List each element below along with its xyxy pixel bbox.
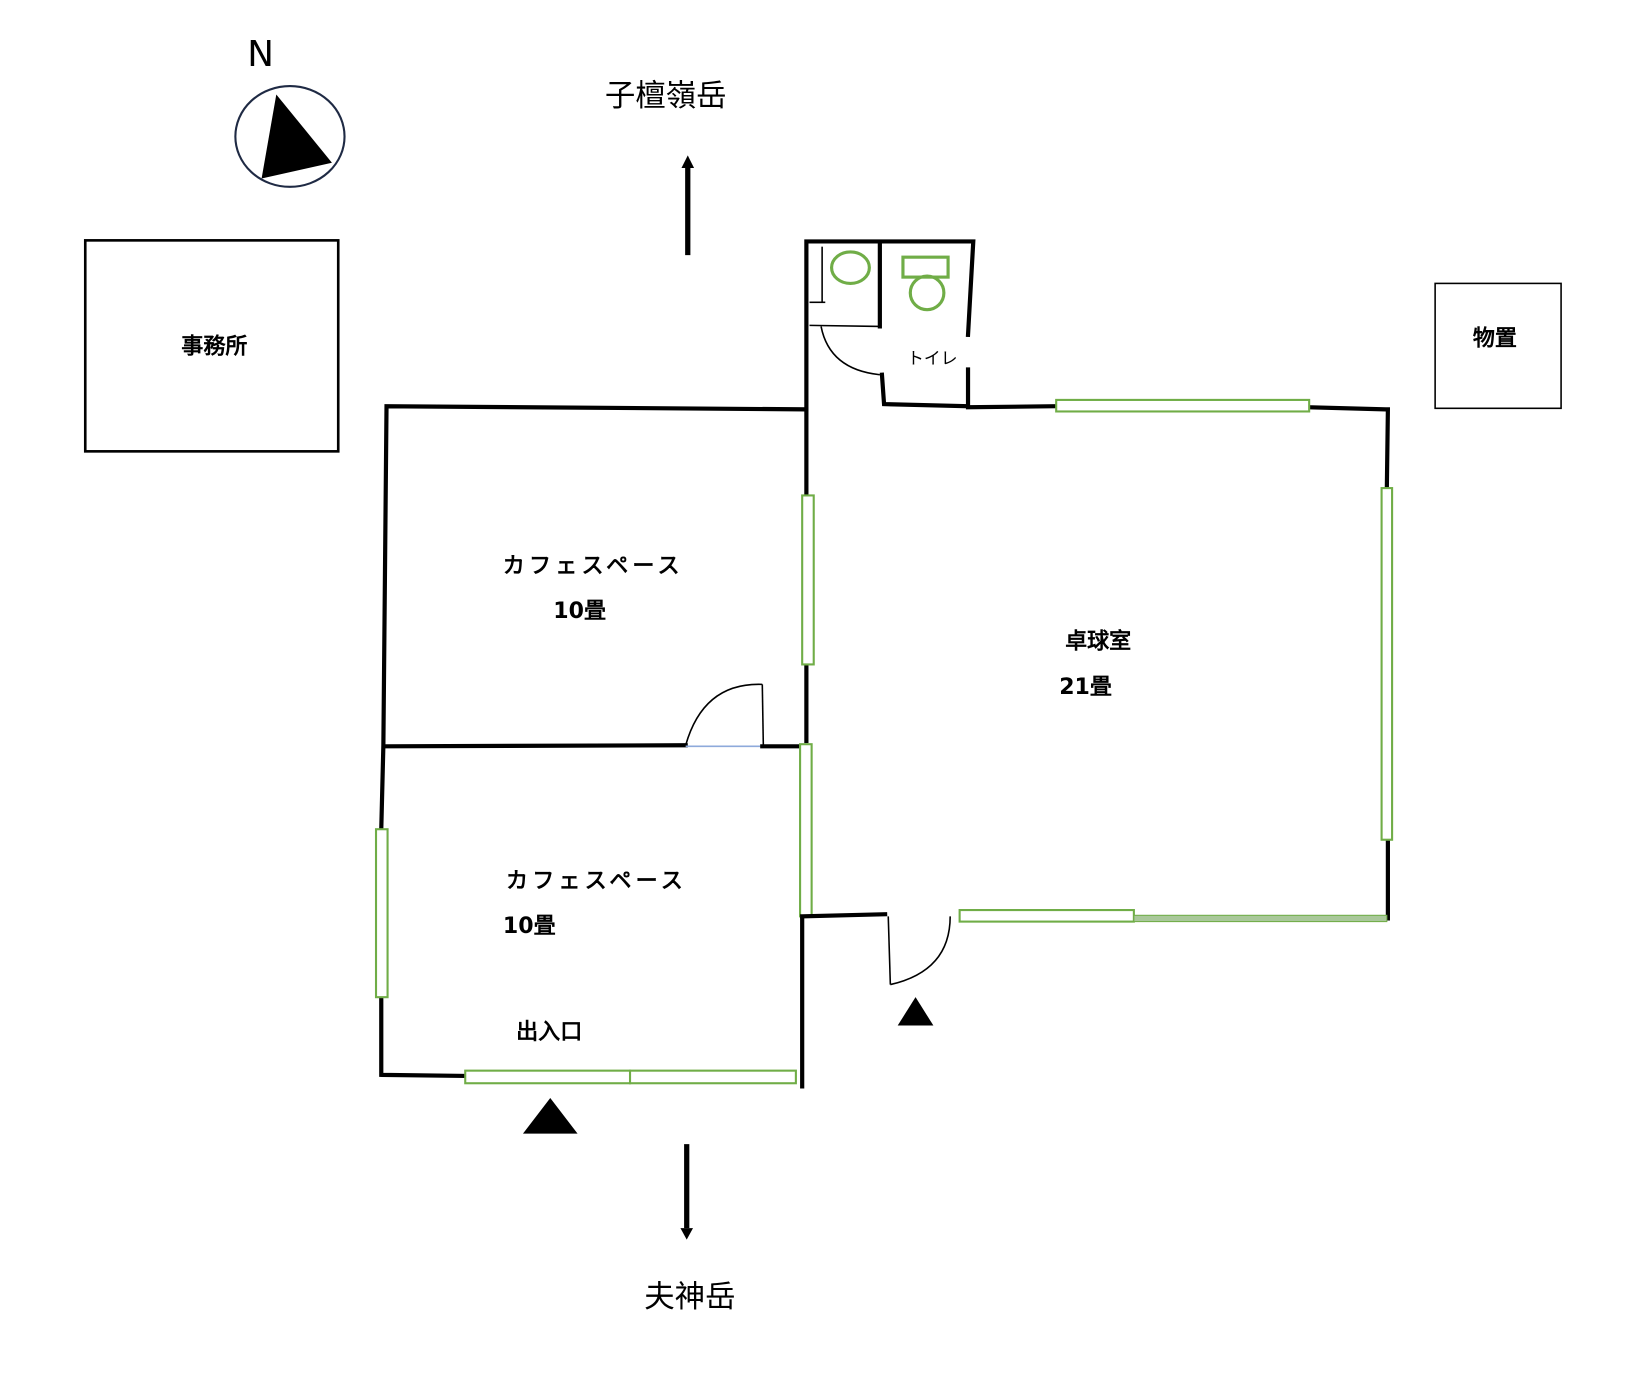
entrance-label: 出入口 (516, 1020, 582, 1045)
storage-label: 物置 (1473, 325, 1517, 351)
window (374, 828, 389, 999)
cafe-north-name: カフェスペース (503, 554, 684, 579)
window (1380, 487, 1394, 841)
cafe-south-size: 10畳 (503, 914, 556, 939)
window (1055, 398, 1311, 413)
window (958, 909, 1135, 923)
table-tennis-size: 21畳 (1059, 675, 1112, 700)
side-entrance-marker-icon (897, 997, 934, 1026)
compass-arrow-icon (261, 94, 332, 179)
south-destination: 夫神岳 (644, 1280, 735, 1315)
storage-building (1434, 282, 1562, 410)
office-building (83, 239, 340, 453)
cafe-walls (379, 404, 809, 1089)
window (799, 743, 813, 918)
office-label: 事務所 (181, 334, 247, 360)
window (628, 1069, 797, 1085)
arrow-down-icon (680, 1144, 694, 1240)
arrow-up-icon (681, 155, 695, 256)
sink-icon (829, 250, 871, 285)
table-tennis-name: 卓球室 (1065, 629, 1131, 655)
cafe-south-name: カフェスペース (506, 869, 687, 894)
toilet-bowl-icon (908, 274, 946, 312)
toilet-label: トイレ (907, 348, 957, 368)
window (1133, 914, 1388, 923)
entrance-marker-icon (522, 1097, 578, 1134)
window (801, 494, 815, 666)
table-tennis-walls (800, 404, 1391, 986)
window (464, 1069, 632, 1085)
north-destination: 子檀嶺岳 (605, 79, 727, 114)
north-label: N (247, 34, 274, 75)
toilet-block: トイレ (804, 239, 976, 744)
cafe-north-size: 10畳 (553, 599, 606, 624)
toilet-tank-icon (901, 255, 950, 279)
